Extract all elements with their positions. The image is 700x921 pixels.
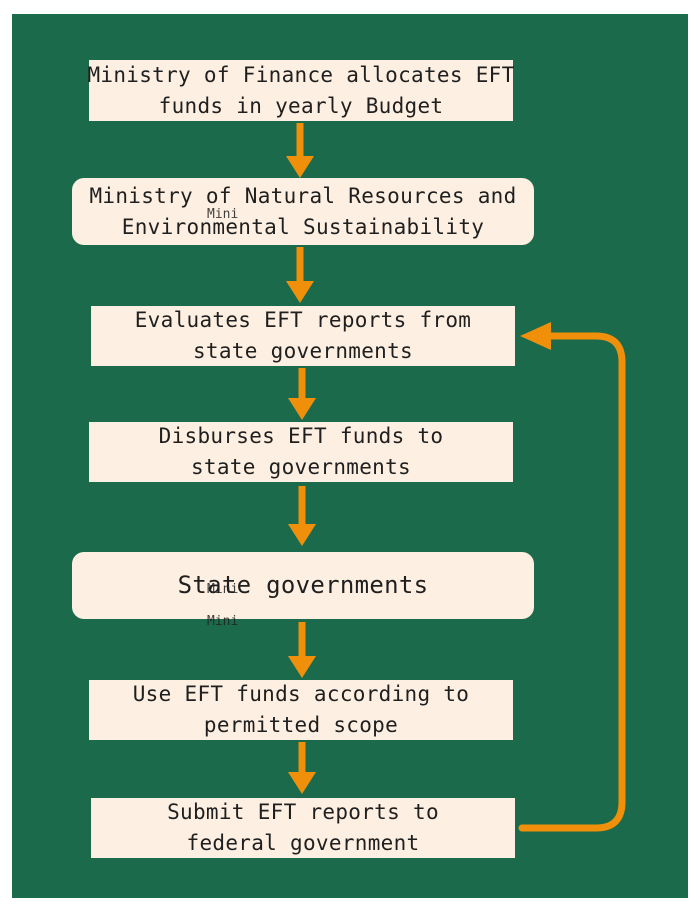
node-ministry-natural-resources: Ministry of Natural Resources and Enviro…	[72, 178, 534, 245]
stray-label: Mini	[207, 582, 239, 597]
arrow-n1-n2	[286, 123, 314, 178]
arrow-n5-n6	[288, 622, 316, 678]
feedback-arrow-n7-n3	[518, 322, 626, 832]
node-submit-reports: Submit EFT reports to federal government	[91, 798, 515, 858]
node-line: Submit EFT reports to	[167, 800, 439, 824]
node-state-governments: State governments	[72, 552, 534, 619]
node-line: Disburses EFT funds to	[158, 424, 444, 448]
node-line: Ministry of Natural Resources and	[89, 183, 517, 208]
arrow-n2-n3	[286, 247, 314, 303]
node-line: Environmental Sustainability	[121, 214, 485, 239]
node-line: funds in yearly Budget	[158, 93, 444, 118]
node-disburses-funds: Disburses EFT funds to state governments	[89, 422, 513, 482]
stray-label: Mini	[207, 207, 239, 222]
node-line: Ministry of Finance allocates EFT	[87, 62, 515, 87]
stray-label: Mini	[207, 614, 239, 629]
arrow-n6-n7	[288, 742, 316, 794]
node-line: state governments	[192, 339, 414, 363]
node-line: Evaluates EFT reports from	[134, 308, 472, 332]
node-use-funds: Use EFT funds according to permitted sco…	[89, 680, 513, 740]
node-ministry-finance: Ministry of Finance allocates EFT funds …	[87, 60, 515, 121]
node-line: permitted scope	[203, 713, 399, 737]
node-evaluates-reports: Evaluates EFT reports from state governm…	[91, 306, 515, 366]
node-line: State governments	[177, 571, 429, 599]
arrow-n4-n5	[288, 486, 316, 546]
arrow-n3-n4	[288, 368, 316, 420]
node-line: federal government	[186, 831, 420, 855]
node-line: state governments	[190, 455, 412, 479]
node-line: Use EFT funds according to	[132, 682, 470, 706]
